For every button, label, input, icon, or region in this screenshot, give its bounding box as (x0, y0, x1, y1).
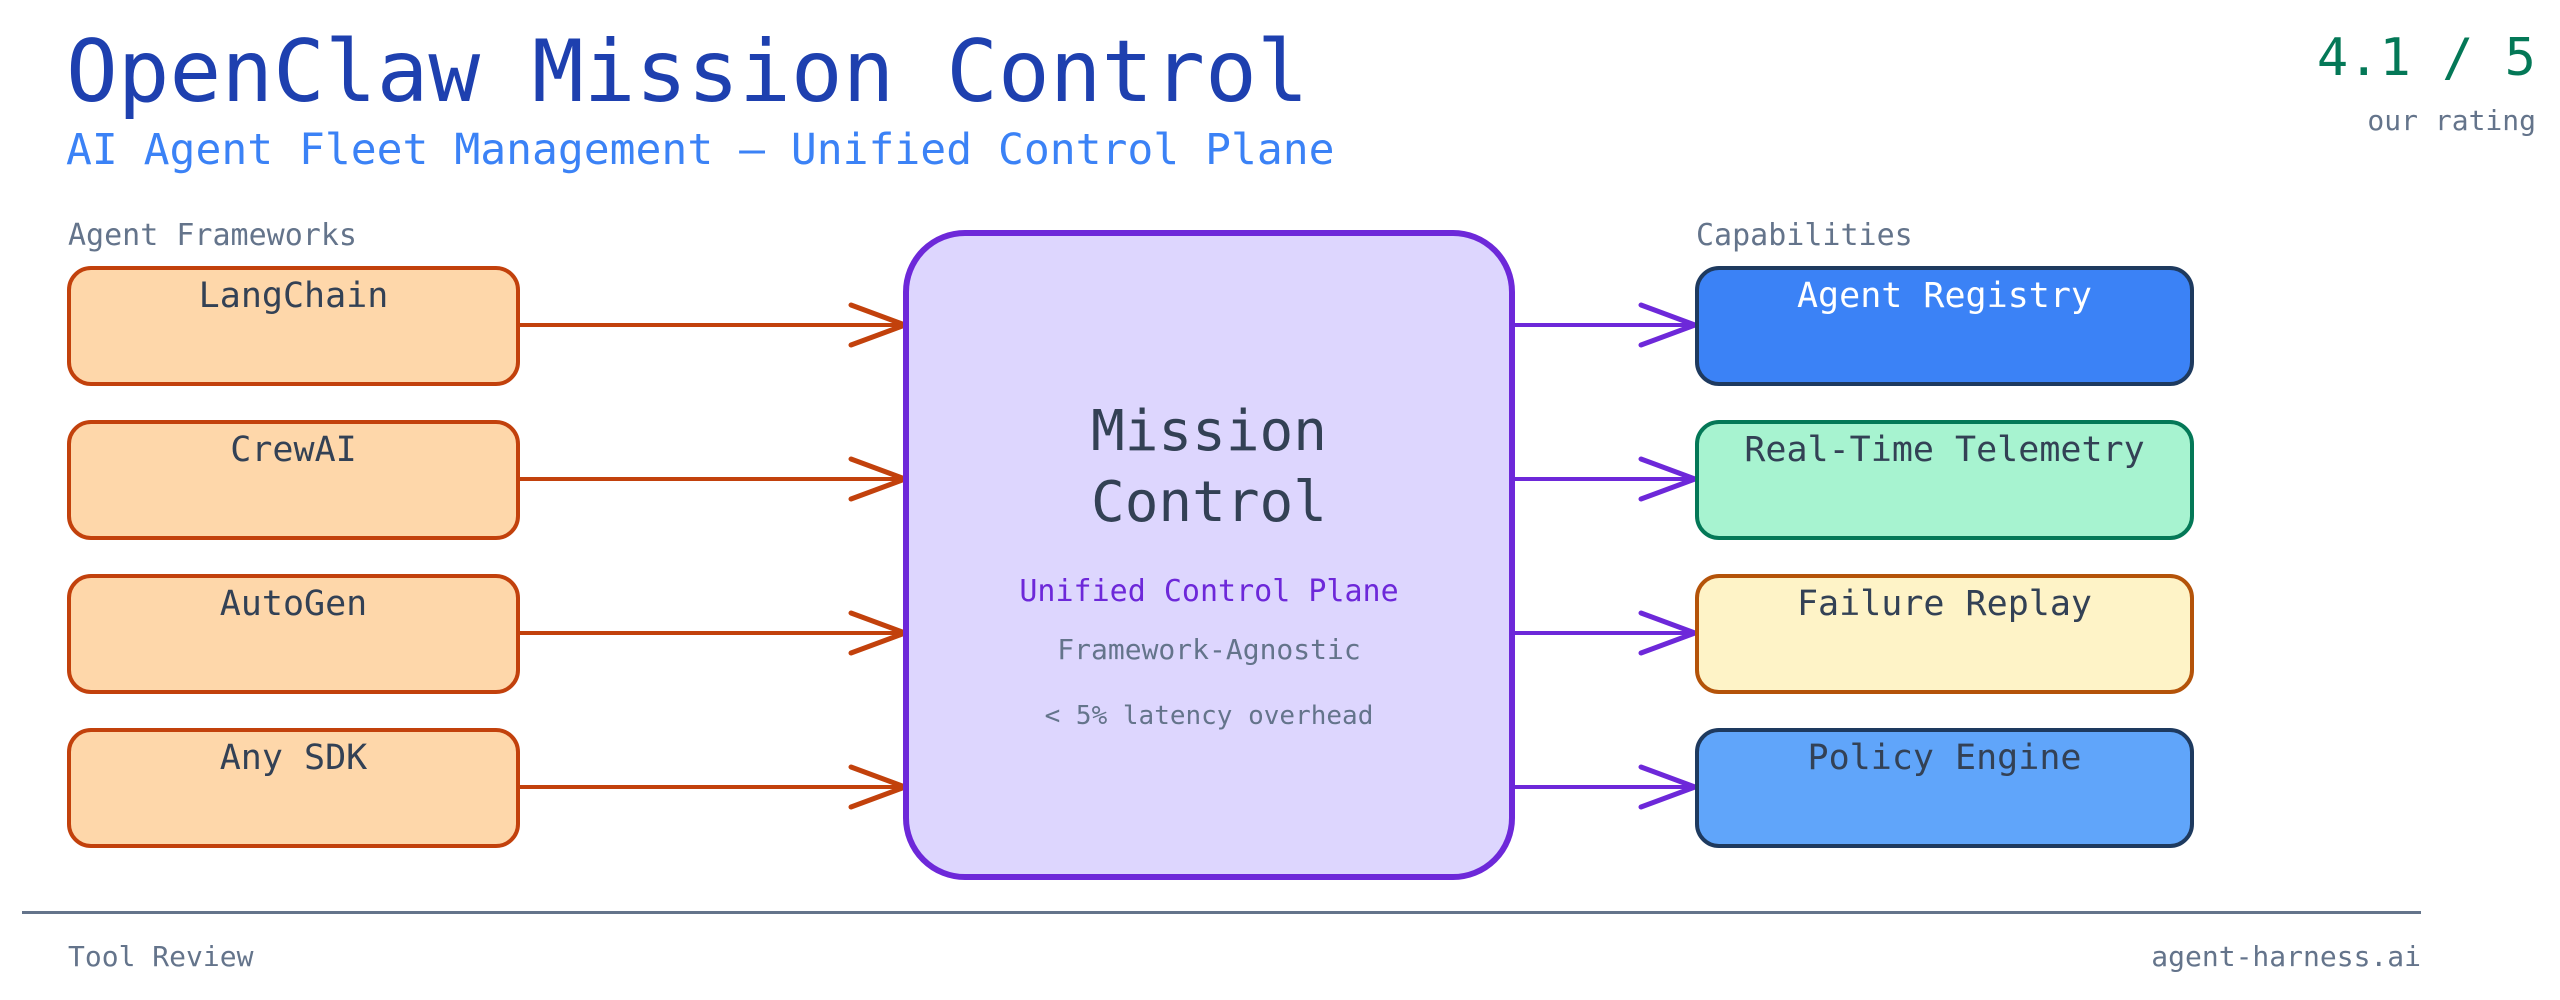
capability-node-failure-replay[interactable]: Failure Replay (1695, 574, 2194, 694)
input-connectors (520, 302, 913, 810)
hub-note: < 5% latency overhead (1044, 701, 1374, 731)
capability-node-agent-registry[interactable]: Agent Registry (1695, 266, 2194, 386)
capability-node-label: Failure Replay (1796, 584, 2092, 624)
input-arrow-3 (520, 764, 913, 810)
framework-node-label: Any SDK (219, 738, 368, 778)
input-arrow-1 (520, 456, 913, 502)
rating-value: 4.1 / 5 (2316, 28, 2536, 88)
framework-node-label: LangChain (198, 276, 389, 316)
input-arrow-0 (520, 302, 913, 348)
frameworks-section-label: Agent Frameworks (68, 218, 357, 253)
output-arrow-2 (1515, 610, 1703, 656)
rating-label: our rating (2367, 104, 2536, 137)
capability-node-real-time-telemetry[interactable]: Real-Time Telemetry (1695, 420, 2194, 540)
output-arrow-1 (1515, 456, 1703, 502)
hub-feature: Framework-Agnostic (1057, 633, 1361, 666)
hub-title-line1: Mission (1090, 399, 1327, 464)
page-title: OpenClaw Mission Control (66, 22, 1309, 122)
framework-node-label: AutoGen (219, 584, 368, 624)
input-arrow-2 (520, 610, 913, 656)
capability-node-label: Agent Registry (1796, 276, 2092, 316)
mission-control-hub[interactable]: Mission Control Unified Control Plane Fr… (903, 230, 1515, 880)
framework-node-langchain[interactable]: LangChain (67, 266, 520, 386)
footer-category: Tool Review (68, 940, 254, 973)
output-connectors (1515, 302, 1703, 810)
capability-node-policy-engine[interactable]: Policy Engine (1695, 728, 2194, 848)
framework-node-crewai[interactable]: CrewAI (67, 420, 520, 540)
hub-tagline: Unified Control Plane (1019, 574, 1399, 609)
framework-node-label: CrewAI (230, 430, 357, 470)
page-subtitle: AI Agent Fleet Management — Unified Cont… (66, 125, 1335, 175)
framework-node-autogen[interactable]: AutoGen (67, 574, 520, 694)
hub-title-line2: Control (1090, 470, 1327, 535)
output-arrow-3 (1515, 764, 1703, 810)
framework-node-any-sdk[interactable]: Any SDK (67, 728, 520, 848)
footer-divider (22, 911, 2421, 914)
capabilities-section-label: Capabilities (1696, 218, 1913, 253)
hub-title: Mission Control (909, 396, 1509, 538)
footer-site-link[interactable]: agent-harness.ai (2151, 940, 2421, 973)
output-arrow-0 (1515, 302, 1703, 348)
capability-node-label: Policy Engine (1807, 738, 2082, 778)
capability-node-label: Real-Time Telemetry (1744, 430, 2145, 470)
